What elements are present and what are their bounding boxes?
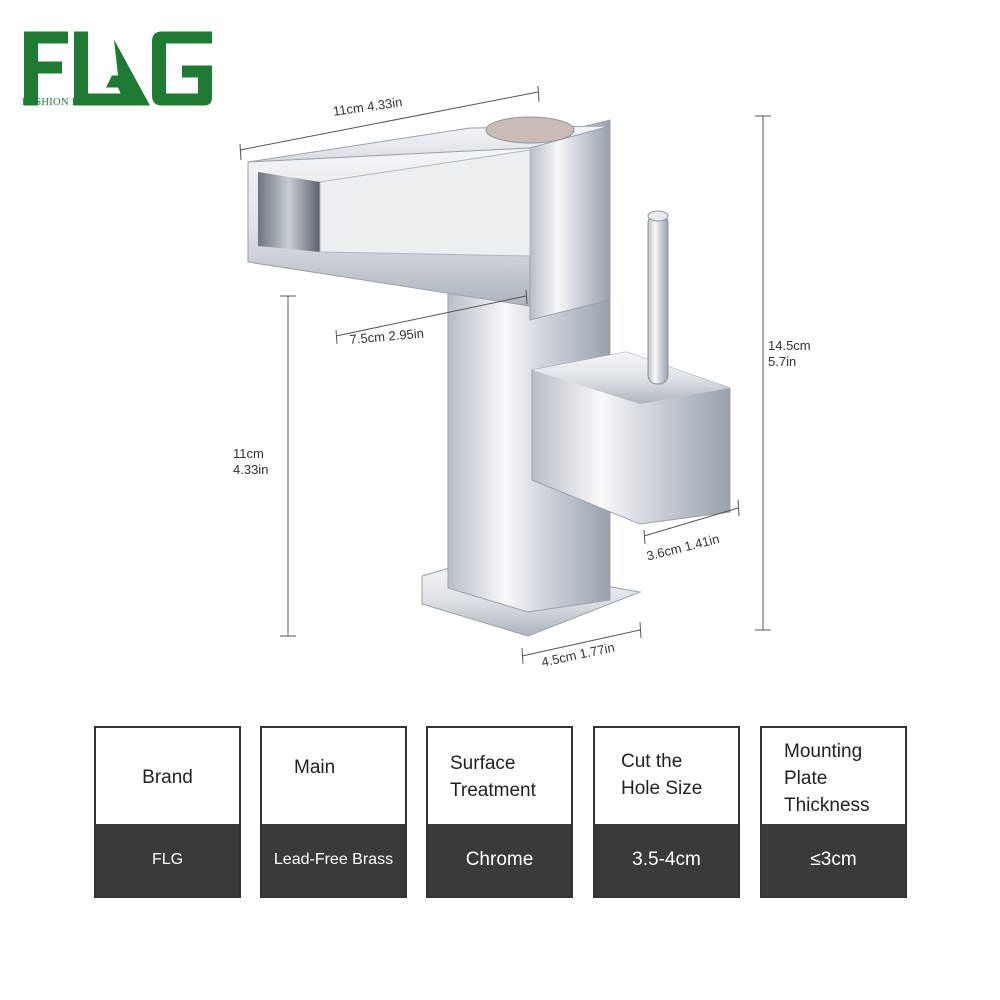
faucet-column xyxy=(529,119,611,321)
logo-letter-f xyxy=(24,31,68,106)
dimension-spout-height-cm: 11cm xyxy=(233,446,264,461)
dimension-spout-height-in: 4.33in xyxy=(233,462,269,477)
spout-opening xyxy=(258,172,320,252)
faucet-illustration xyxy=(239,85,771,665)
spec-value: FLG xyxy=(96,824,239,896)
spec-card-brand: Brand FLG xyxy=(94,726,241,898)
dimension-lines xyxy=(239,85,771,665)
logo-tagline: FASHION BATHROOM xyxy=(22,97,134,108)
led-cap xyxy=(485,116,575,144)
spec-value: ≤3cm xyxy=(762,824,905,896)
brand-logo xyxy=(24,31,212,106)
spec-value: 3.5-4cm xyxy=(595,824,738,896)
spec-value: Chrome xyxy=(428,824,571,896)
spec-card-main: Main Lead-Free Brass xyxy=(260,726,407,898)
logo-letter-l xyxy=(74,31,128,106)
spec-label: Brand xyxy=(142,767,193,788)
spec-label: Main xyxy=(294,757,336,778)
spout-inner-block xyxy=(319,149,531,257)
spec-value: Lead-Free Brass xyxy=(262,824,405,896)
dimension-total-height: 14.5cm 5.7in xyxy=(768,338,811,370)
logo-triangle xyxy=(106,39,150,106)
dimension-spout-height: 11cm 4.33in xyxy=(233,446,268,478)
dimension-total-height-in: 5.7in xyxy=(768,354,797,369)
dimension-total-height-cm: 14.5cm xyxy=(768,338,811,353)
lever-tip xyxy=(647,210,669,222)
logo-letter-g xyxy=(152,31,212,106)
handle-lever xyxy=(647,213,669,385)
handle-block-top xyxy=(532,352,730,404)
